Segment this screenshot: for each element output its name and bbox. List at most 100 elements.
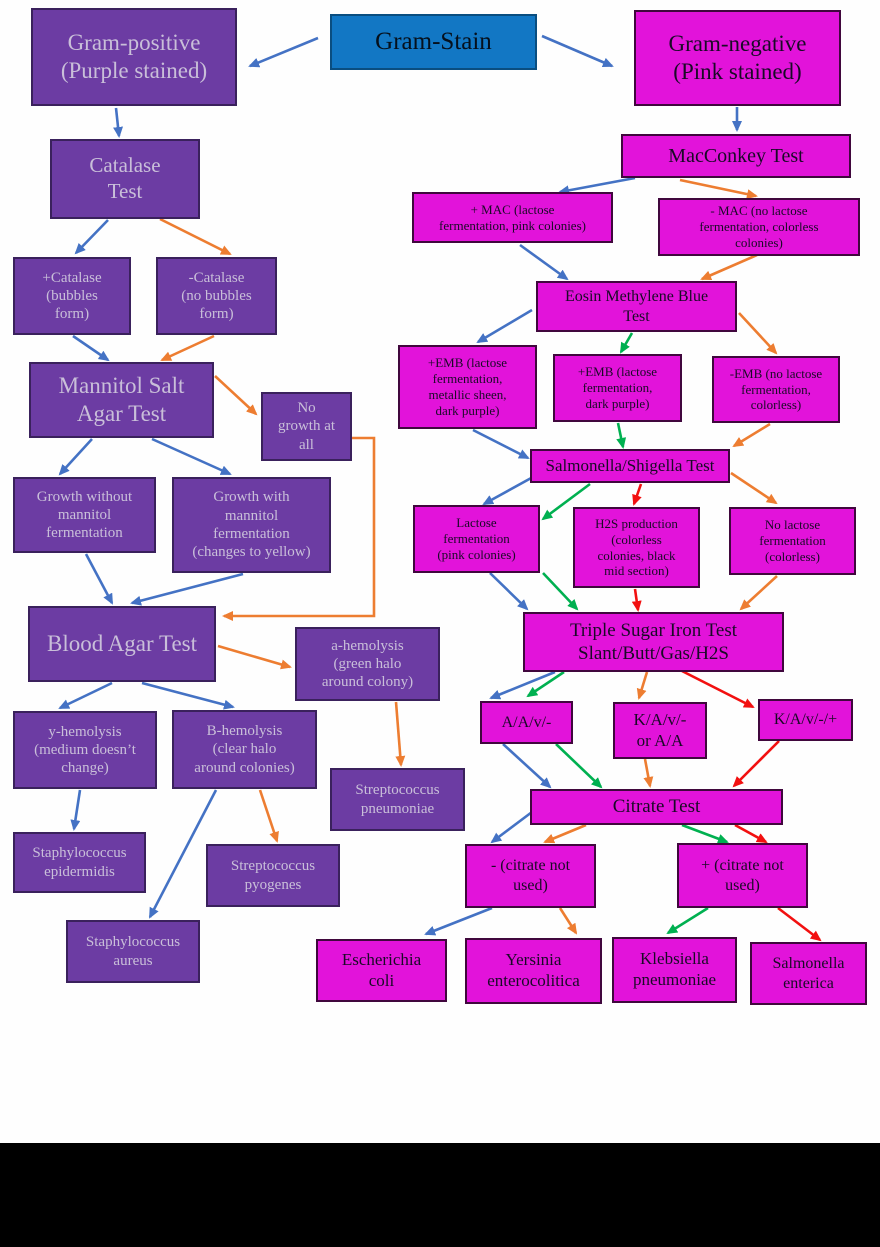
node-no-lactose-fermentation: No lactose fermentation (colorless) — [729, 507, 856, 575]
node-citrate-positive: + (citrate not used) — [677, 843, 808, 908]
arrow — [476, 308, 533, 344]
arrow — [631, 588, 642, 612]
node-growth-with-mannitol: Growth with mannitol fermentation (chang… — [172, 477, 331, 573]
node-catalase-test: Catalase Test — [50, 139, 200, 219]
arrow — [679, 178, 758, 200]
node-mac-positive: + MAC (lactose fermentation, pink coloni… — [412, 192, 613, 243]
arrow — [248, 36, 319, 68]
node-catalase-negative: -Catalase (no bubbles form) — [156, 257, 277, 335]
arrow — [151, 437, 232, 476]
node-klebsiella-pneumoniae: Klebsiella pneumoniae — [612, 937, 737, 1003]
node-emb-positive-metallic-sheen: +EMB (lactose fermentation, metallic she… — [398, 345, 537, 429]
arrow — [217, 644, 292, 670]
node-gram-stain: Gram-Stain — [330, 14, 537, 70]
arrow — [732, 740, 780, 788]
arrows-blue — [58, 34, 742, 936]
arrow — [541, 482, 591, 521]
node-escherichia-coli: Escherichia coli — [316, 939, 447, 1002]
arrow — [732, 422, 771, 448]
arrows-orange — [159, 178, 778, 935]
arrow — [542, 572, 579, 611]
node-gram-negative: Gram-negative (Pink stained) — [634, 10, 841, 106]
arrow — [543, 823, 587, 844]
node-result-aav: A/A/v/- — [480, 701, 573, 744]
node-growth-without-mannitol: Growth without mannitol fermentation — [13, 477, 156, 553]
node-gamma-hemolysis: y-hemolysis (medium doesn’t change) — [13, 711, 157, 789]
node-catalase-positive: +Catalase (bubbles form) — [13, 257, 131, 335]
arrow — [72, 334, 110, 362]
node-no-growth: No growth at all — [261, 392, 352, 461]
arrow — [424, 906, 493, 936]
arrow — [734, 823, 768, 844]
arrow — [526, 670, 565, 698]
arrow — [681, 823, 729, 844]
node-streptococcus-pneumoniae: Streptococcus pneumoniae — [330, 768, 465, 831]
node-citrate-test: Citrate Test — [530, 789, 783, 825]
arrow — [558, 907, 578, 935]
arrow — [160, 334, 215, 362]
arrow — [482, 475, 534, 506]
arrow — [558, 176, 636, 196]
arrow — [489, 670, 556, 700]
arrow — [58, 438, 93, 476]
node-gram-positive: Gram-positive (Purple stained) — [31, 8, 237, 106]
arrow — [502, 743, 552, 789]
arrow — [700, 253, 758, 281]
arrow — [58, 681, 113, 710]
arrow — [777, 906, 822, 942]
arrow — [632, 483, 643, 506]
node-alpha-hemolysis: a-hemolysis (green halo around colony) — [295, 627, 440, 701]
node-blood-agar-test: Blood Agar Test — [28, 606, 216, 682]
arrow — [472, 428, 530, 460]
arrow — [84, 553, 114, 605]
arrow — [738, 312, 778, 355]
node-yersinia-enterocolitica: Yersinia enterocolitica — [465, 938, 602, 1004]
node-emb-positive-dark-purple: +EMB (lactose fermentation, dark purple) — [553, 354, 682, 422]
arrow — [739, 575, 778, 611]
node-h2s-production: H2S production (colorless colonies, blac… — [573, 507, 700, 588]
arrow — [113, 107, 124, 138]
arrow — [636, 671, 649, 700]
arrow — [394, 701, 406, 767]
node-mannitol-salt-agar-test: Mannitol Salt Agar Test — [29, 362, 214, 438]
node-citrate-negative: - (citrate not used) — [465, 844, 596, 908]
arrow — [555, 743, 603, 789]
arrows-red — [631, 483, 822, 942]
node-salmonella-shigella-test: Salmonella/Shigella Test — [530, 449, 730, 483]
node-result-kav-plus: K/A/v/-/+ — [758, 699, 853, 741]
node-streptococcus-pyogenes: Streptococcus pyogenes — [206, 844, 340, 907]
arrow — [490, 810, 533, 844]
arrow — [148, 789, 218, 919]
node-tsi-test: Triple Sugar Iron Test Slant/Butt/Gas/H2… — [523, 612, 784, 672]
node-salmonella-enterica: Salmonella enterica — [750, 942, 867, 1005]
arrow — [730, 471, 778, 505]
node-result-kav-or-aa: K/A/v/- or A/A — [613, 702, 707, 759]
arrow — [258, 789, 279, 843]
arrow — [214, 375, 258, 416]
arrow — [616, 422, 627, 449]
arrow — [519, 243, 569, 281]
node-emb-negative: -EMB (no lactose fermentation, colorless… — [712, 356, 840, 423]
arrows-green — [526, 332, 729, 935]
arrow — [619, 332, 634, 354]
node-lactose-fermentation: Lactose fermentation (pink colonies) — [413, 505, 540, 573]
node-mac-negative: - MAC (no lactose fermentation, colorles… — [658, 198, 860, 256]
node-beta-hemolysis: B-hemolysis (clear halo around colonies) — [172, 710, 317, 789]
arrow — [159, 217, 232, 256]
arrow — [74, 219, 109, 255]
arrow — [541, 34, 614, 68]
arrow — [141, 681, 235, 710]
node-macconkey-test: MacConkey Test — [621, 134, 851, 178]
arrow-elbow — [222, 436, 376, 621]
arrow — [666, 906, 709, 935]
node-staphylococcus-aureus: Staphylococcus aureus — [66, 920, 200, 983]
arrow — [643, 758, 654, 788]
letterbox-bar — [0, 1143, 880, 1247]
arrow — [130, 572, 244, 606]
arrow — [70, 789, 82, 831]
arrow — [489, 572, 529, 611]
node-staphylococcus-epidermidis: Staphylococcus epidermidis — [13, 832, 146, 893]
arrow — [681, 669, 755, 709]
